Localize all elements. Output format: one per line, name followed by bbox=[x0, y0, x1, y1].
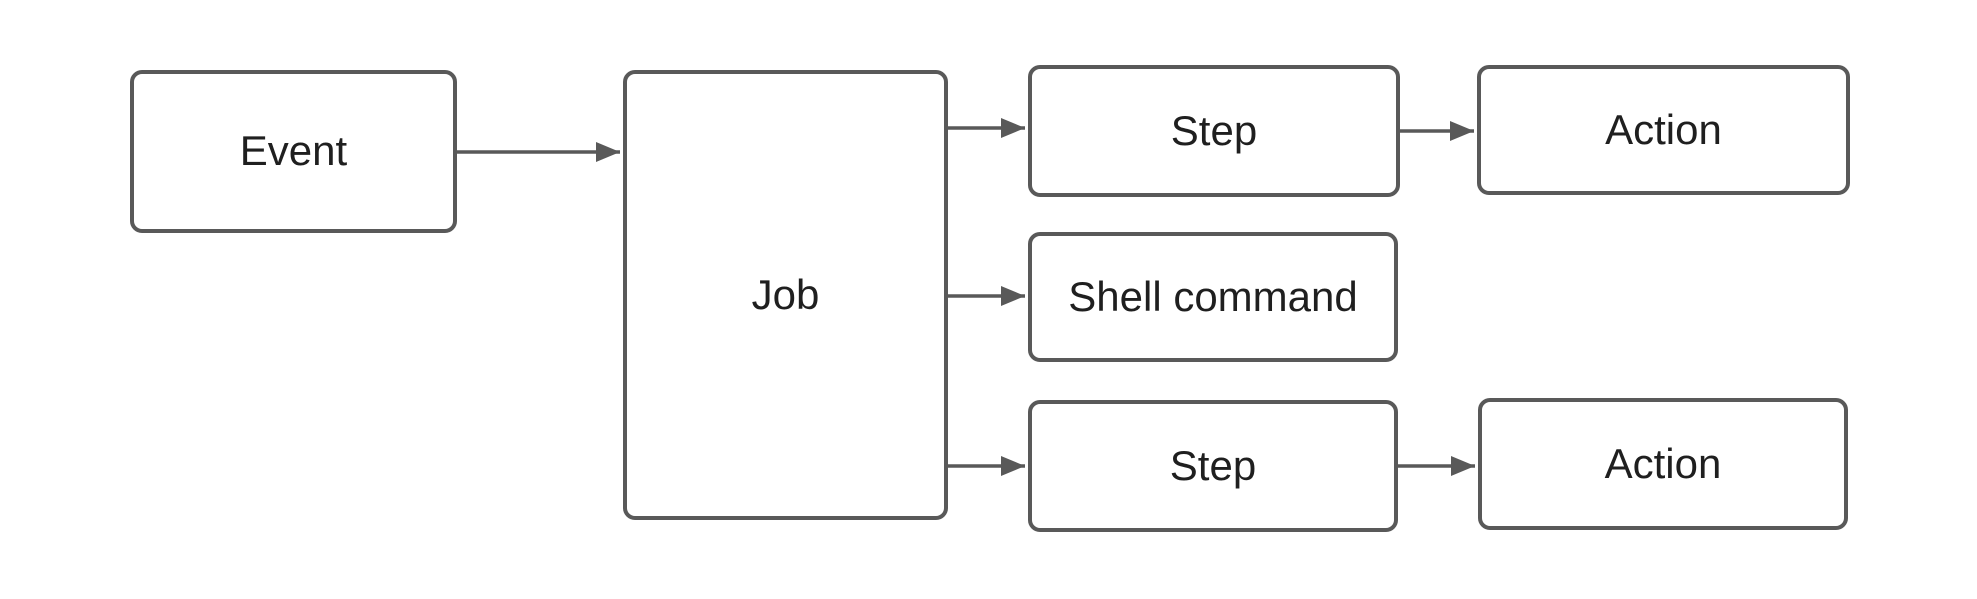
node-event-label: Event bbox=[239, 127, 348, 175]
node-job-label: Job bbox=[751, 270, 820, 318]
node-step-bottom-label: Step bbox=[1169, 441, 1257, 489]
node-job: Job bbox=[623, 70, 948, 520]
node-step-top: Step bbox=[1028, 65, 1400, 197]
node-action-top: Action bbox=[1477, 65, 1850, 195]
node-action-bottom: Action bbox=[1478, 398, 1848, 530]
node-shell-command: Shell command bbox=[1028, 232, 1398, 362]
node-step-bottom: Step bbox=[1028, 400, 1398, 532]
node-shell-command-label: Shell command bbox=[1068, 272, 1358, 320]
node-event: Event bbox=[130, 70, 457, 233]
node-step-top-label: Step bbox=[1170, 106, 1258, 154]
node-action-bottom-label: Action bbox=[1604, 439, 1722, 487]
node-action-top-label: Action bbox=[1605, 105, 1722, 153]
